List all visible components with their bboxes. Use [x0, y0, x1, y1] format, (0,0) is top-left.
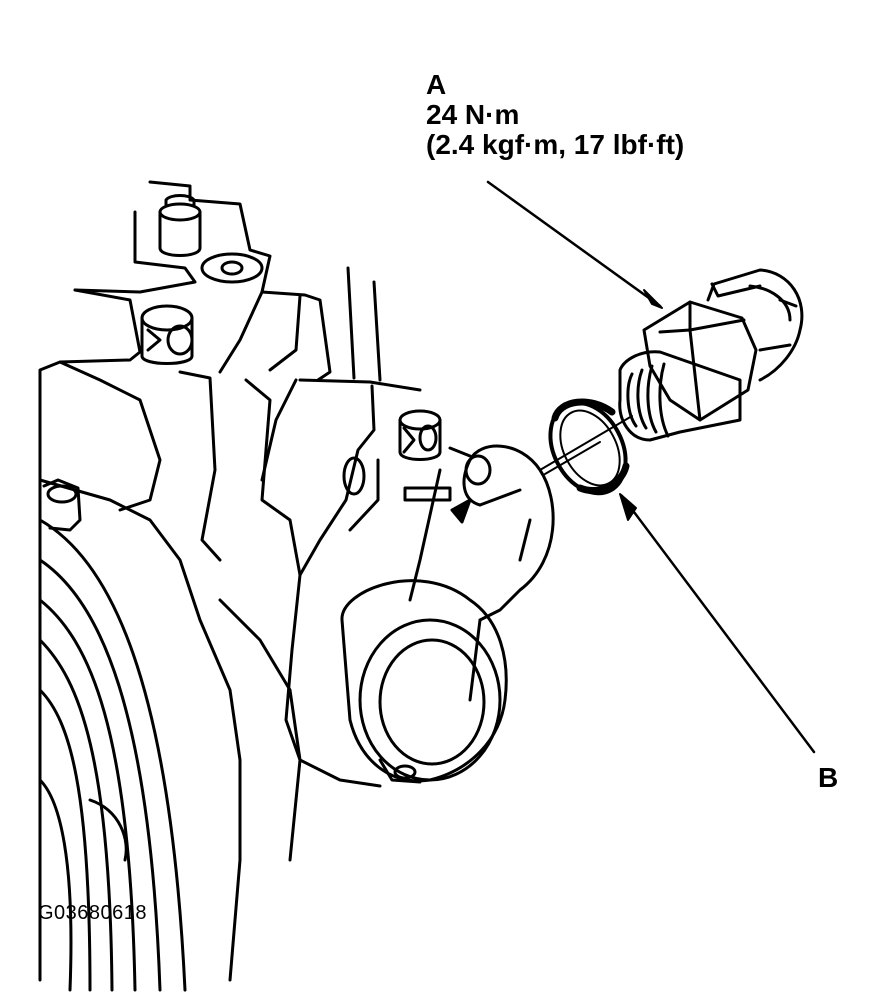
callout-b-letter: B — [818, 762, 839, 793]
callout-a: A 24 N·m (2.4 kgf·m, 17 lbf·ft) — [426, 70, 684, 160]
upper-bolt — [158, 194, 264, 284]
leader-line-b — [620, 494, 816, 754]
callout-a-letter: A — [426, 69, 447, 100]
leader-arrow-a — [643, 289, 663, 309]
figure-id: G03680618 — [38, 902, 148, 924]
water-outlet — [340, 579, 508, 784]
axis-line-2 — [544, 441, 601, 475]
washer — [548, 398, 630, 496]
side-bolt — [140, 304, 194, 365]
left-bolt — [42, 478, 82, 532]
leader-line-a — [486, 180, 662, 308]
engine-block — [38, 180, 422, 982]
coolant-temp-sender — [618, 268, 804, 442]
leader-arrow-b — [619, 493, 637, 521]
thermostat-housing — [284, 384, 555, 788]
callout-a-torque-alt: (2.4 kgf·m, 17 lbf·ft) — [426, 129, 685, 160]
crank-pulley — [38, 518, 187, 992]
callout-a-torque-nm: 24 N·m — [426, 99, 520, 130]
thermostat-bolt — [398, 409, 442, 461]
